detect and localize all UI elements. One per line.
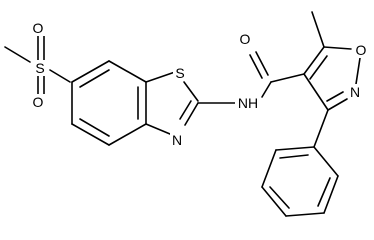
bond-c2-n: [184, 102, 199, 126]
bond-ph-4-5: [285, 212, 325, 217]
bond-c4-c5-isox: [303, 46, 325, 75]
structure-drawing: O S O S N NH O O N: [4, 11, 368, 217]
atom-isoxazole-n: N: [350, 84, 360, 100]
bond-layer: [4, 11, 361, 217]
bond-carbonyl-c4: [270, 73, 305, 83]
bond-c6-c7: [71, 60, 110, 83]
bond-c5-o: [323, 46, 352, 50]
bond-ph-6-1: [313, 146, 339, 177]
bond-c4-c5: [71, 123, 110, 146]
bond-c7a-s: [145, 71, 176, 83]
bond-o-n: [355, 57, 361, 85]
molecule-canvas: O S O S N NH O O N: [4, 11, 368, 217]
bond-c3-c4: [303, 73, 329, 111]
bond-c2-n-double: [179, 100, 192, 120]
bond-ph-2-3: [261, 149, 277, 188]
bond-ph-3-4: [261, 186, 287, 217]
atom-sulfonyl-o-top: O: [33, 20, 44, 36]
bond-c6-c7-inner: [79, 69, 110, 88]
bond-c3a-c4: [108, 123, 147, 146]
bond-n-c3a: [145, 123, 171, 135]
bond-ph-1-2: [275, 146, 315, 151]
atom-isoxazole-o: O: [356, 42, 367, 58]
bond-ph-3-4-inner: [269, 186, 290, 209]
bond-c7-c7a: [108, 60, 147, 83]
bond-n-c3: [327, 98, 348, 111]
atom-thiazole-n: N: [172, 132, 182, 148]
bond-s-c2: [183, 81, 199, 102]
atom-amide-nh: NH: [238, 95, 258, 111]
bond-c4-c5-isox-double: [309, 55, 328, 80]
bond-ph-5-6: [323, 175, 339, 214]
bond-methyl-s: [4, 46, 31, 63]
atom-label-layer: O S O S N NH O O N: [31, 20, 368, 148]
atom-amide-o: O: [240, 31, 251, 47]
bond-c3-phenyl: [313, 109, 329, 148]
bond-s-ring: [49, 69, 71, 83]
bond-ph-1-2-inner: [279, 154, 309, 159]
atom-sulfonyl-o-bottom: O: [33, 94, 44, 110]
bond-c5-methyl: [311, 11, 325, 48]
bond-n-c3-double: [326, 91, 344, 102]
atom-thiazole-s: S: [175, 65, 184, 81]
bond-ph-5-6-inner: [317, 177, 331, 207]
bond-nh-carbonyl: [261, 81, 272, 98]
atom-sulfonyl-s: S: [35, 60, 44, 76]
bond-carbonyl-o: [249, 54, 263, 79]
bond-c4-c5-inner: [79, 118, 110, 137]
bond-carbonyl-o-double: [255, 51, 269, 76]
